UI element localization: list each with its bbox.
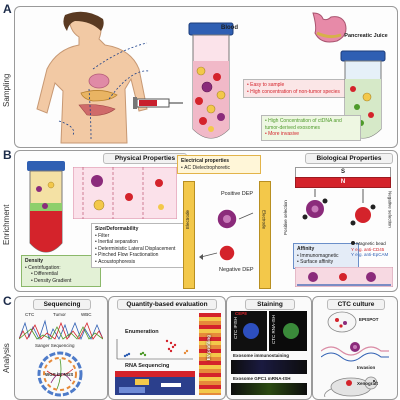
density-item: • Density Gradient — [31, 277, 72, 284]
density-box: Density • Centrifugation: • Differential… — [21, 255, 101, 287]
stomach-icon — [312, 12, 347, 43]
xenograft-mouse — [324, 376, 378, 397]
blood-label: Blood — [221, 25, 238, 31]
epispot-dish — [327, 311, 357, 333]
legend-item: Y e.g. anti-CD45 — [351, 246, 385, 252]
sampling-panel: Blood • Easy to sample • High concentrat… — [14, 6, 398, 148]
seq-label-tumor: Tumor — [53, 312, 66, 317]
rna-seq-label: RNA Sequencing — [125, 363, 170, 369]
invasion-label: Invasion — [357, 365, 376, 370]
bio-legend: Magnetic bead Y e.g. anti-CD45 Y e.g. an… — [351, 241, 399, 258]
side-label-sampling: Sampling — [2, 73, 11, 107]
wgs-label: WGS by NGS — [45, 372, 74, 377]
seq-label-ctc: CTC — [25, 312, 35, 317]
blood-notes: • Easy to sample • High concentration of… — [243, 79, 359, 98]
enumeration-label: Enumeration — [125, 329, 159, 335]
size-item: • Pinched Flow Fractionation — [95, 252, 159, 258]
panel-letter-b: B — [3, 148, 12, 162]
magnet-n: N — [295, 177, 391, 188]
size-item: • Deterministic Lateral Displacement — [95, 245, 176, 252]
cep8-label: CEP8 — [235, 311, 247, 316]
juice-tube-illustration — [340, 50, 386, 139]
side-label-enrichment: Enrichment — [2, 204, 11, 246]
enumeration-scatter — [116, 339, 193, 360]
sequencing-panel: Sequencing CTC Tumor WBC Sanger Sequenci… — [14, 296, 108, 400]
rna-seq-heatmap — [115, 371, 195, 395]
ctc-rna-ish-image: CTC RNA-ISH — [269, 311, 307, 351]
size-box: Size/Deformability • Filter • Inertial s… — [91, 223, 187, 268]
sequencing-title: Sequencing — [33, 299, 91, 310]
dep-cells-illustration — [199, 208, 254, 262]
negative-dep-label: Negative DEP — [219, 267, 254, 273]
biological-properties-title: Biological Properties — [305, 153, 393, 164]
chromatogram-plot — [19, 319, 103, 341]
size-item: • Inertial separation — [95, 239, 138, 245]
size-title: Size/Deformability — [95, 226, 139, 232]
side-label-analysis: Analysis — [2, 343, 11, 373]
human-body-illustration — [36, 11, 150, 144]
magnetic-selection-illustration — [302, 189, 376, 226]
blood-note-item: • High concentration of non-tumor specie… — [247, 88, 340, 95]
legend-item: Y e.g. anti-EpCAM — [351, 252, 389, 257]
sanger-label: Sanger Sequencing — [35, 343, 75, 348]
density-item: • Centrifugation: — [25, 264, 61, 271]
physical-properties-title: Physical Properties — [103, 153, 187, 164]
xenograft-label: Xenograft — [357, 381, 379, 386]
culture-panel: CTC culture EPISPOT Invasion Xenograft — [312, 296, 398, 400]
electrode-left: Electrode — [183, 181, 195, 289]
enrichment-panel: Density • Centrifugation: • Differential… — [14, 150, 398, 292]
juice-label: Pancreatic Juice — [344, 33, 388, 39]
rna-ish-cell — [283, 323, 299, 339]
quantity-title: Quantity-based evaluation — [117, 299, 217, 310]
juice-note-item: • High Concentration of ctDNA and tumor-… — [265, 118, 342, 131]
invasion-illustration — [321, 342, 389, 362]
seq-label-wbc: WBC — [81, 312, 92, 317]
ctc-ifish-image: CTC IFISH — [231, 311, 267, 351]
density-item: • Differential — [31, 271, 58, 277]
affinity-channel-illustration — [295, 267, 393, 287]
epispot-label: EPISPOT — [359, 317, 379, 322]
negative-selection-label: Negative selection — [387, 191, 393, 228]
electrode-right: Electrode — [259, 181, 271, 289]
ifish-cell — [243, 323, 259, 339]
electrical-title: Electrical properties — [181, 158, 230, 164]
density-tube-illustration — [27, 161, 65, 253]
affinity-title: Affinity — [297, 246, 315, 252]
size-item: • Acoustophoresis — [95, 258, 136, 265]
positive-dep-label: Positive DEP — [221, 191, 254, 197]
staining-title: Staining — [245, 299, 295, 310]
exo-gpc1-image — [231, 383, 307, 395]
exo-immuno-image — [231, 360, 307, 374]
affinity-item: • Surface affinity — [297, 259, 334, 265]
filter-illustration — [73, 167, 177, 219]
electrical-item: • AC Dielectrophoretic — [181, 164, 230, 171]
panel-letter-a: A — [3, 2, 12, 16]
size-item: • Filter — [95, 232, 110, 239]
affinity-item: • Immunomagnetic — [297, 252, 339, 259]
density-title: Density — [25, 258, 44, 264]
blood-note-item: • Easy to sample — [247, 82, 285, 88]
circos-plot — [37, 351, 83, 397]
legend-item: Magnetic bead — [351, 241, 399, 247]
blood-tube-illustration — [188, 22, 234, 139]
culture-title: CTC culture — [327, 299, 385, 310]
juice-notes: • High Concentration of ctDNA and tumor-… — [261, 115, 361, 141]
positive-selection-label: Positive selection — [283, 200, 288, 235]
syringe-icon — [133, 97, 183, 109]
exo-gpc1-label: Exosome GPC1 mRNA-ISH — [233, 376, 291, 381]
electrical-box: Electrical properties • AC Dielectrophor… — [177, 155, 261, 174]
ev-profiling-heatmap: EV profiling — [199, 313, 221, 395]
quantity-panel: Quantity-based evaluation Enumeration RN… — [108, 296, 226, 400]
juice-note-item: • More invasive — [265, 131, 299, 137]
panel-letter-c: C — [3, 294, 12, 308]
affinity-box: Affinity • Immunomagnetic • Surface affi… — [293, 243, 359, 269]
exo-immuno-label: Exosome immunostaining — [233, 353, 290, 358]
staining-panel: Staining CTC IFISH CEP8 CTC RNA-ISH Exos… — [226, 296, 312, 400]
